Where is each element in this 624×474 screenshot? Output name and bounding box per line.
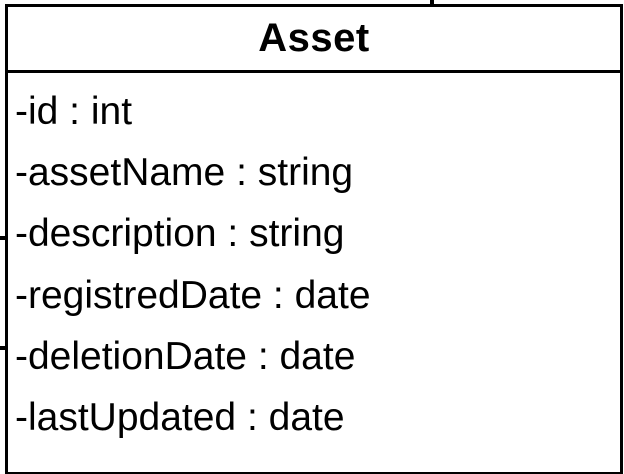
attribute-description: -description : string [15,212,345,256]
class-header: Asset [8,7,620,73]
connector-line-left-lower [0,346,6,350]
attribute-deletion-date: -deletionDate : date [15,334,356,378]
attribute-list: -id : int -assetName : string -descripti… [8,73,620,448]
attribute-last-updated: -lastUpdated : date [15,395,345,439]
attribute-id: -id : int [15,90,133,133]
class-name: Asset [258,16,370,60]
connector-line-left-upper [0,236,6,240]
connector-line-top [430,0,434,6]
uml-class-asset[interactable]: Asset -id : int -assetName : string -des… [5,4,623,474]
attribute-registred-date: -registredDate : date [15,273,371,317]
attribute-asset-name: -assetName : string [15,151,354,195]
